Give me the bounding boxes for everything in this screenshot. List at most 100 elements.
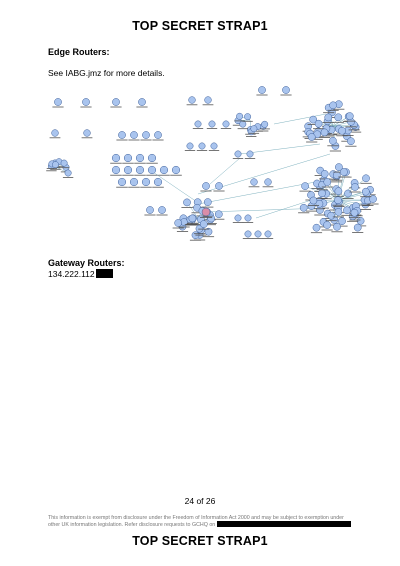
router-node	[353, 223, 362, 232]
edge-routers-heading: Edge Routers:	[48, 47, 110, 57]
node-label-mark	[202, 236, 215, 238]
router-node	[141, 177, 151, 187]
node-label-mark	[333, 133, 345, 135]
router-node	[51, 129, 59, 137]
node-label-mark	[246, 136, 257, 137]
node-label-mark	[259, 128, 270, 130]
router-node	[309, 196, 318, 205]
node-label-mark	[53, 165, 65, 167]
node-label-mark	[332, 121, 344, 123]
node-label-mark	[140, 139, 152, 141]
router-node	[234, 150, 242, 158]
router-node	[138, 98, 146, 106]
router-node	[123, 165, 133, 175]
node-label-mark	[46, 168, 58, 169]
node-label-mark	[128, 139, 140, 141]
router-link	[209, 157, 241, 185]
router-node	[335, 163, 343, 171]
node-label-mark	[152, 139, 164, 141]
router-node	[334, 196, 342, 205]
router-node	[351, 183, 359, 191]
node-label-mark	[196, 150, 208, 151]
router-node	[129, 177, 139, 187]
router-node	[215, 182, 223, 190]
node-label-mark	[46, 170, 57, 172]
node-label-mark	[307, 124, 319, 125]
node-label-mark	[331, 231, 343, 233]
node-label-mark	[327, 109, 339, 111]
disclaimer-line-1: This information is exempt from disclosu…	[48, 515, 344, 521]
node-label-mark	[333, 108, 345, 110]
router-node	[264, 178, 272, 186]
router-node	[194, 120, 202, 128]
router-node	[239, 120, 247, 128]
node-label-mark	[348, 129, 360, 131]
router-node	[199, 220, 208, 228]
node-label-mark	[244, 158, 256, 159]
node-label-mark	[316, 189, 328, 191]
node-label-mark	[311, 138, 323, 140]
router-node	[323, 178, 332, 186]
node-label-mark	[322, 135, 334, 137]
network-topology-diagram	[30, 84, 390, 252]
node-label-mark	[208, 150, 220, 151]
gateway-router-address: 134.222.112	[48, 269, 113, 279]
node-label-mark	[349, 219, 361, 221]
router-node	[324, 113, 333, 122]
node-label-mark	[49, 137, 61, 139]
router-node	[309, 115, 318, 124]
router-node	[264, 230, 272, 238]
router-node	[204, 227, 213, 236]
router-node	[250, 178, 258, 186]
disclaimer-line-2: other UK information legislation. Refer …	[48, 521, 358, 528]
node-label-mark	[152, 186, 164, 188]
node-label-mark	[186, 104, 198, 106]
router-node	[307, 133, 316, 141]
node-label-mark	[352, 232, 364, 233]
router-node	[222, 120, 230, 128]
node-label-mark	[58, 167, 70, 169]
router-node	[201, 207, 211, 217]
router-node	[333, 222, 341, 231]
node-label-mark	[184, 150, 196, 151]
node-label-mark	[248, 186, 260, 188]
router-node	[64, 169, 72, 177]
node-label-mark	[322, 218, 334, 219]
node-label-mark	[200, 217, 212, 218]
router-link	[273, 113, 327, 125]
node-label-mark	[134, 174, 146, 176]
node-label-mark	[310, 232, 323, 234]
node-label-mark	[140, 186, 152, 188]
node-label-mark	[321, 229, 333, 231]
node-label-mark	[325, 134, 338, 136]
router-node	[344, 189, 352, 198]
node-label-mark	[156, 214, 168, 216]
node-label-mark	[351, 215, 363, 217]
router-node	[188, 96, 196, 104]
router-node	[320, 128, 329, 137]
node-label-mark	[318, 137, 331, 138]
node-label-mark	[122, 174, 134, 176]
router-node	[171, 165, 181, 175]
node-label-mark	[181, 207, 193, 208]
router-node	[135, 165, 145, 175]
node-label-mark	[186, 224, 198, 226]
node-label-mark	[192, 128, 204, 129]
node-label-mark	[146, 162, 158, 164]
router-node	[246, 150, 254, 158]
node-label-mark	[202, 206, 214, 208]
node-label-mark	[202, 104, 214, 106]
router-node	[329, 136, 337, 145]
router-node	[299, 203, 308, 212]
node-label-mark	[332, 195, 344, 197]
node-label-mark	[110, 162, 122, 164]
node-label-mark	[110, 106, 122, 108]
router-node	[83, 129, 91, 137]
router-node	[214, 210, 223, 219]
router-node	[345, 112, 354, 120]
node-label-mark	[345, 145, 357, 147]
router-node	[258, 86, 266, 94]
node-label-mark	[122, 162, 134, 164]
node-label-mark	[350, 131, 362, 133]
node-label-mark	[345, 126, 357, 128]
